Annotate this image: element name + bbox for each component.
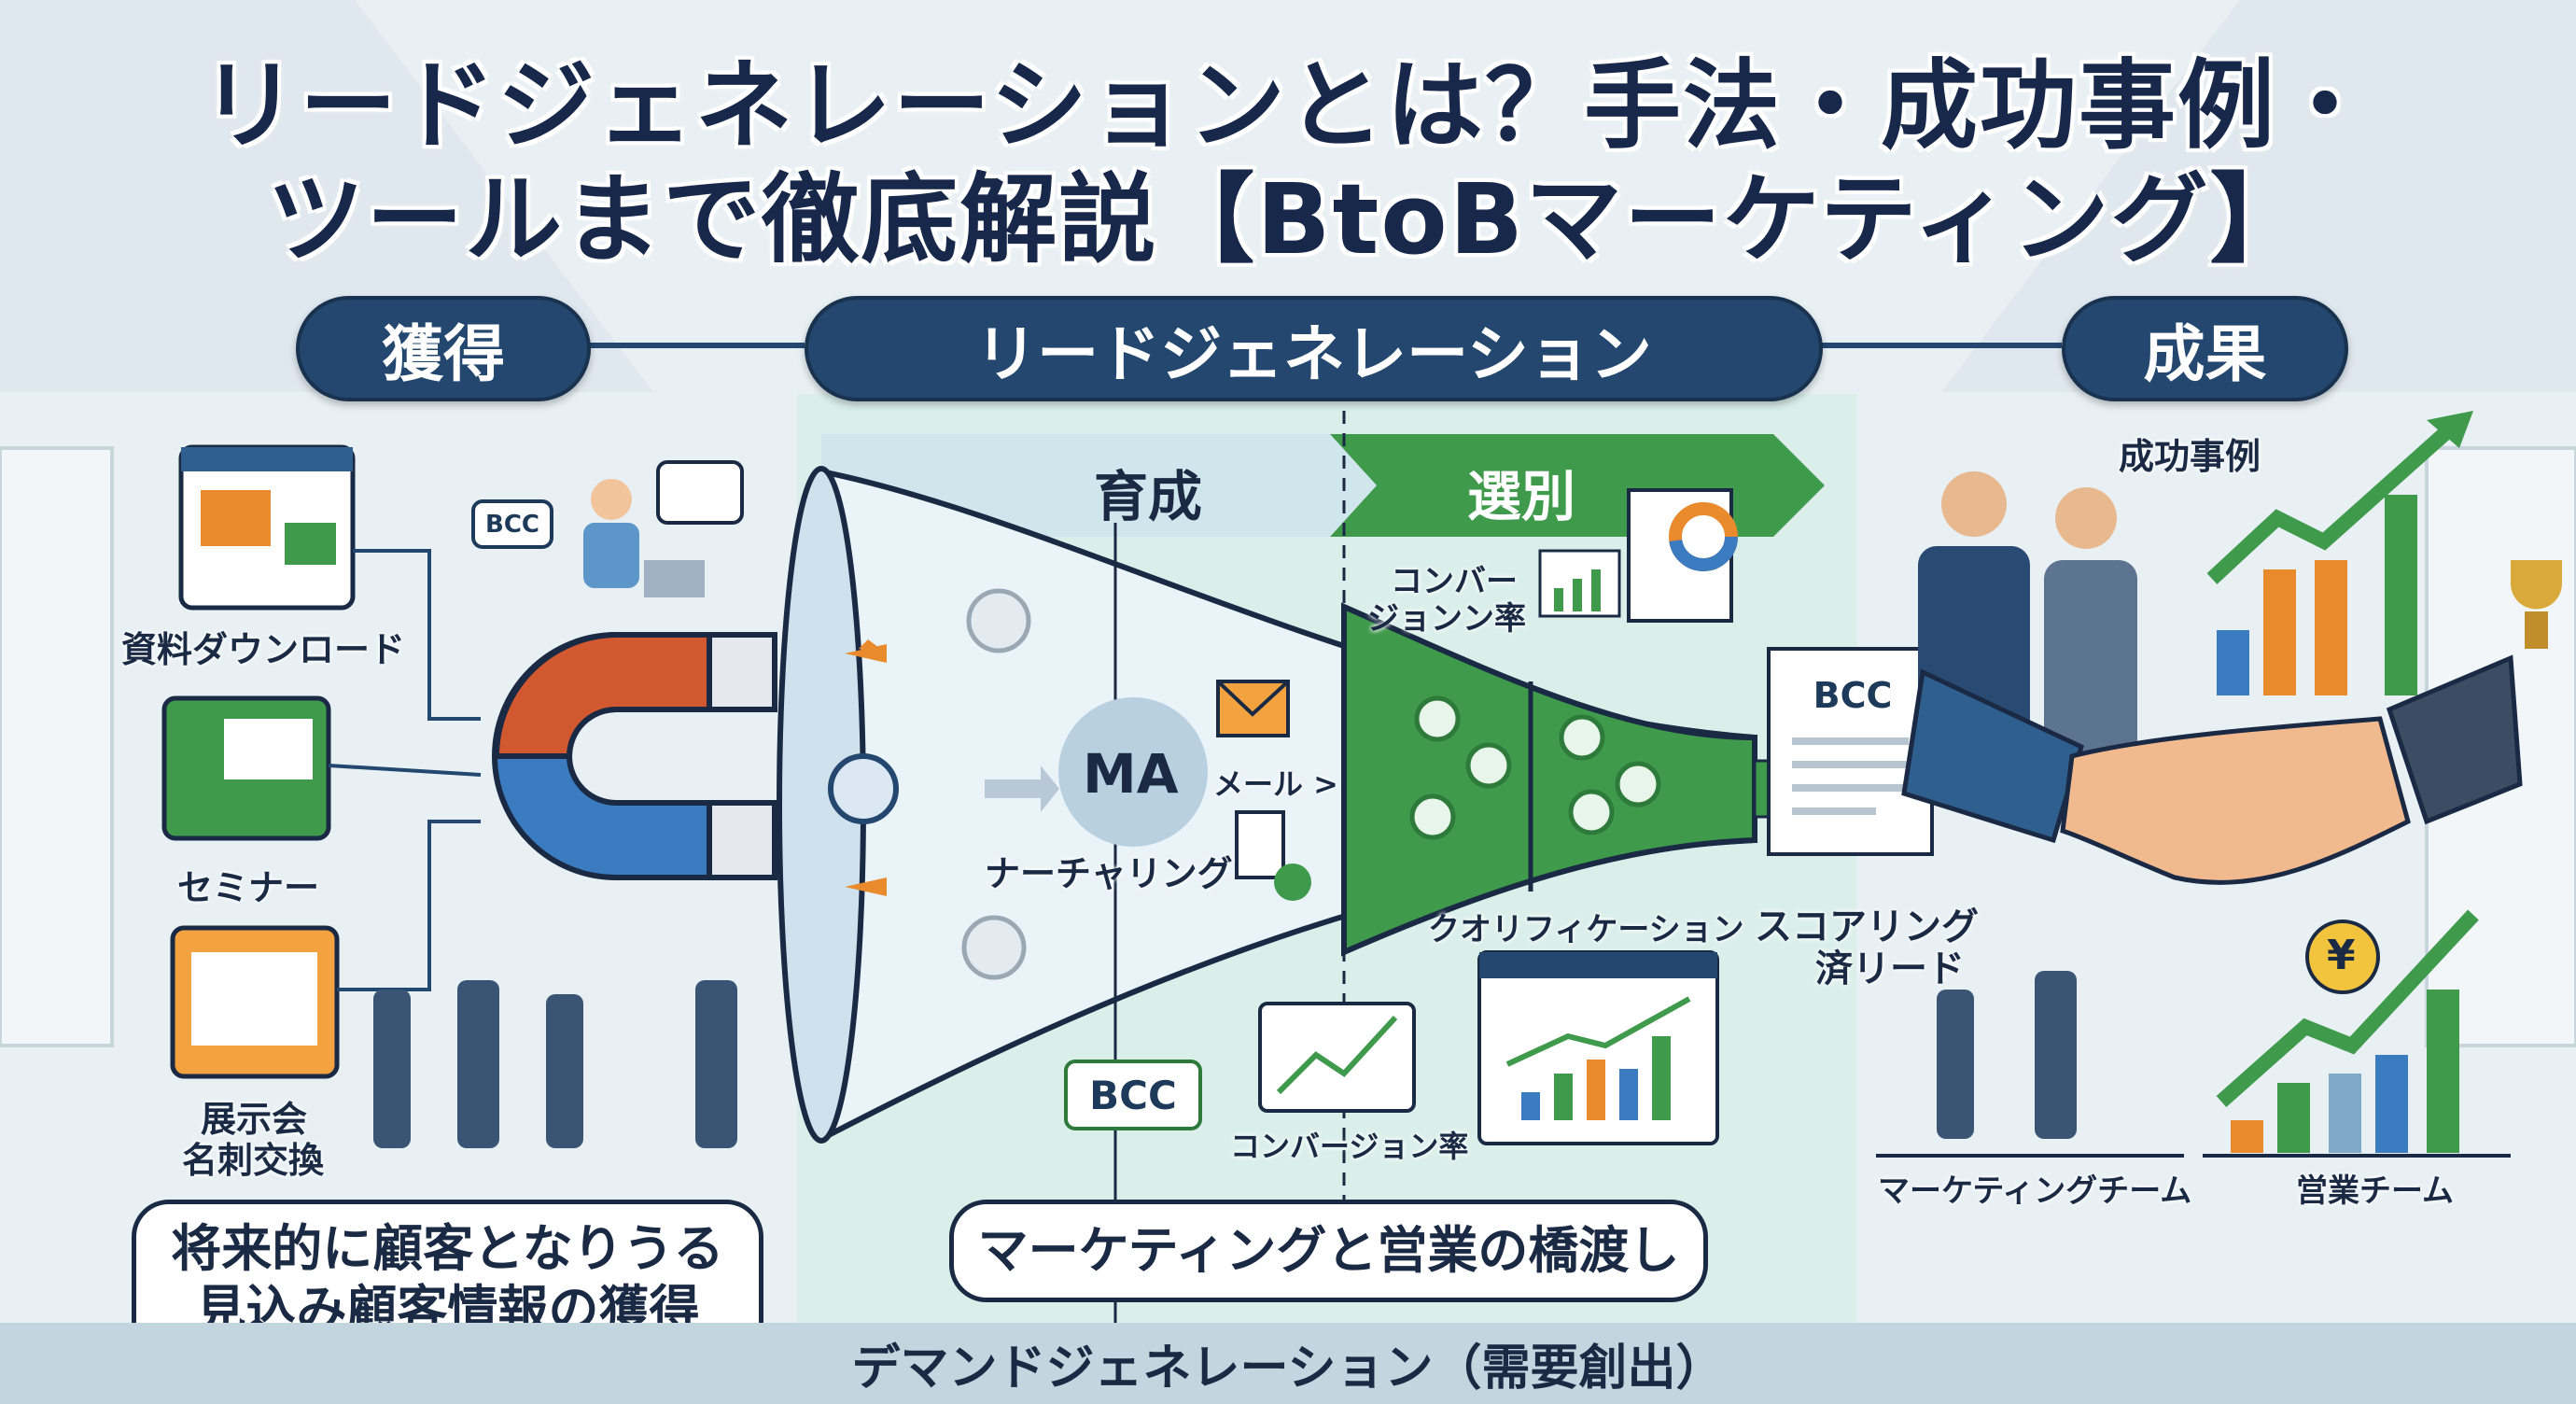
scored-lead-line2: 済リード — [1815, 948, 1965, 990]
conversion-rate-top-line2: ジョンン率 — [1367, 600, 1526, 638]
donut-chart-card — [1627, 488, 1738, 623]
line-chart-card — [1258, 1002, 1416, 1113]
conversion-rate-bottom: コンバージョン率 — [1230, 1129, 1469, 1164]
label-seminar: セミナー — [177, 867, 320, 908]
label-exhibition: 展示会 — [201, 1099, 308, 1140]
scored-lead-doc-tag: BCC — [1813, 675, 1893, 716]
funnel-graphic — [777, 411, 1836, 1363]
sales-bar-chart — [2203, 909, 2511, 1158]
person-with-laptop-illustration — [583, 479, 705, 597]
marketing-team-label: マーケティングチーム — [1878, 1172, 2192, 1210]
label-business-card-exchange: 名刺交換 — [182, 1140, 325, 1181]
trophy-icon — [2511, 560, 2562, 649]
handshake-illustration — [1901, 654, 2523, 885]
stage-acquisition: 獲得 — [296, 296, 591, 401]
yen-coin-icon: ¥ — [2327, 932, 2356, 979]
phase-select-label: 選別 — [1467, 465, 1576, 528]
nurturing-label: ナーチャリング — [985, 853, 1233, 894]
checked-document-icon — [1235, 810, 1311, 901]
scored-lead-document — [1767, 647, 1934, 856]
chat-bubble-icon — [656, 460, 744, 525]
select-phase-band — [1330, 434, 1825, 537]
acquisition-bubble-line1: 将来的に顧客となりうる — [171, 1219, 724, 1279]
success-bar-chart — [2206, 411, 2473, 695]
teams-illustration — [1937, 971, 2077, 1139]
qualification-label: クオリフィケーション — [1428, 911, 1744, 948]
ma-label: MA — [1083, 742, 1179, 806]
bcc-box: BCC — [1064, 1060, 1202, 1130]
bridge-bubble: マーケティングと営業の橋渡し — [949, 1200, 1708, 1302]
stage-results: 成果 — [2062, 296, 2348, 401]
footer-text: デマンドジェネレーション（需要創出） — [851, 1341, 1725, 1397]
label-document-download: 資料ダウンロード — [121, 629, 406, 670]
page-title-line2: ツールまで徹底解説【BtoBマーケティング】 — [267, 162, 2309, 276]
success-cases-label: 成功事例 — [2119, 436, 2261, 477]
demand-generation-footer: デマンドジェネレーション（需要創出） — [0, 1323, 2576, 1404]
phase-nurture-label: 育成 — [1094, 465, 1203, 528]
magnet-icon — [492, 632, 777, 880]
scored-lead-line1: スコアリング — [1755, 906, 1979, 948]
bcc-tag: BCC — [471, 499, 553, 549]
mail-icon — [1216, 680, 1290, 737]
page-title-line1: リードジェネレーションとは？手法・成功事例・ — [201, 49, 2375, 162]
mini-bar-chart-icon — [1538, 549, 1621, 618]
handshake-card-icon — [170, 925, 340, 1079]
dashboard-chart — [1477, 950, 1719, 1145]
crowd-illustration — [373, 980, 737, 1148]
conversion-rate-top-line1: コンバー — [1391, 563, 1518, 600]
document-download-icon — [178, 444, 356, 611]
sales-team-label: 営業チーム — [2296, 1172, 2454, 1210]
bridge-bubble-text: マーケティングと営業の橋渡し — [977, 1220, 1680, 1280]
seminar-icon — [161, 695, 331, 841]
mail-label: メール > — [1213, 766, 1338, 802]
stage-lead-generation: リードジェネレーション — [805, 296, 1823, 401]
